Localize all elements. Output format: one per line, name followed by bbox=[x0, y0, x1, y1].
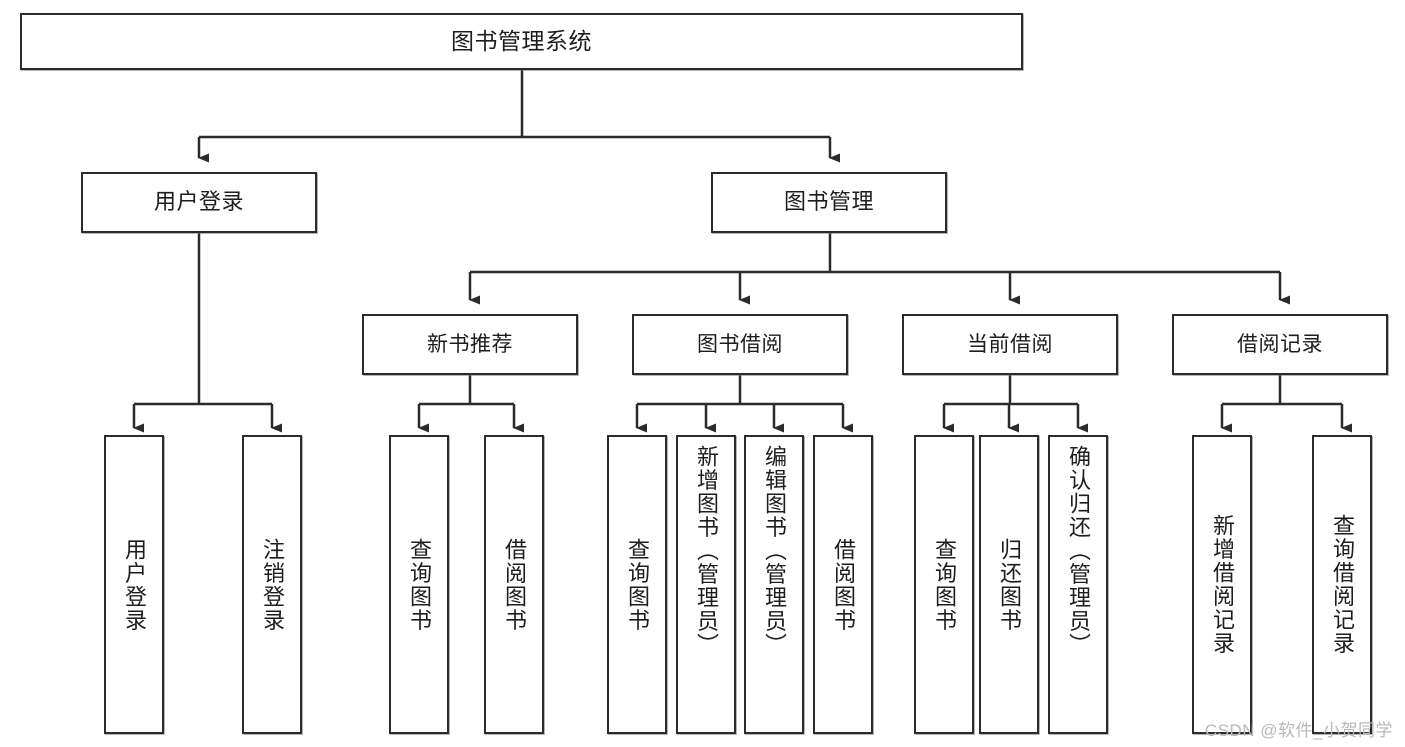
leaf-query-borrow-record[interactable]: 查询借阅记录 bbox=[1312, 435, 1372, 734]
node-label: 归还图书 bbox=[996, 537, 1022, 632]
leaf-add-book-admin[interactable]: 新增图书（管理员） bbox=[676, 435, 736, 734]
node-label: 借阅图书 bbox=[830, 537, 856, 632]
node-system-root[interactable]: 图书管理系统 bbox=[20, 13, 1023, 70]
leaf-add-borrow-record[interactable]: 新增借阅记录 bbox=[1192, 435, 1252, 734]
node-label: 图书管理系统 bbox=[451, 27, 592, 54]
node-label: 新书推荐 bbox=[427, 332, 513, 356]
node-user-login[interactable]: 用户登录 bbox=[81, 172, 317, 233]
node-label: 当前借阅 bbox=[967, 332, 1053, 356]
node-label: 查询图书 bbox=[406, 537, 432, 632]
node-label: 查询借阅记录 bbox=[1329, 514, 1355, 655]
node-book-borrow[interactable]: 图书借阅 bbox=[632, 314, 848, 375]
leaf-query-book-current[interactable]: 查询图书 bbox=[914, 435, 974, 734]
node-book-management[interactable]: 图书管理 bbox=[711, 172, 947, 233]
node-label: 图书管理 bbox=[783, 189, 874, 215]
watermark-text: CSDN @软件_小贺同学 bbox=[1204, 721, 1393, 740]
node-label: 新增图书（管理员） bbox=[693, 445, 719, 657]
node-new-book-recommend[interactable]: 新书推荐 bbox=[362, 314, 578, 375]
leaf-edit-book-admin[interactable]: 编辑图书（管理员） bbox=[744, 435, 804, 734]
leaf-query-book-borrow[interactable]: 查询图书 bbox=[607, 435, 667, 734]
leaf-borrow-book-recommend[interactable]: 借阅图书 bbox=[484, 435, 544, 734]
leaf-return-book[interactable]: 归还图书 bbox=[979, 435, 1039, 734]
node-label: 图书借阅 bbox=[697, 332, 783, 356]
node-label: 查询图书 bbox=[931, 537, 957, 632]
node-label: 编辑图书（管理员） bbox=[761, 445, 787, 657]
node-label: 用户登录 bbox=[153, 189, 244, 215]
node-label: 借阅记录 bbox=[1237, 332, 1323, 356]
leaf-user-login[interactable]: 用户登录 bbox=[104, 435, 164, 734]
node-label: 查询图书 bbox=[624, 537, 650, 632]
node-label: 借阅图书 bbox=[501, 537, 527, 632]
node-borrow-record[interactable]: 借阅记录 bbox=[1172, 314, 1388, 375]
leaf-confirm-return-admin[interactable]: 确认归还（管理员） bbox=[1048, 435, 1108, 734]
node-label: 注销登录 bbox=[259, 537, 285, 632]
leaf-logout-login[interactable]: 注销登录 bbox=[242, 435, 302, 734]
node-label: 确认归还（管理员） bbox=[1065, 445, 1091, 657]
leaf-query-book-recommend[interactable]: 查询图书 bbox=[389, 435, 449, 734]
node-current-borrow[interactable]: 当前借阅 bbox=[902, 314, 1118, 375]
leaf-borrow-book[interactable]: 借阅图书 bbox=[813, 435, 873, 734]
node-label: 用户登录 bbox=[121, 537, 147, 632]
node-label: 新增借阅记录 bbox=[1209, 514, 1235, 655]
